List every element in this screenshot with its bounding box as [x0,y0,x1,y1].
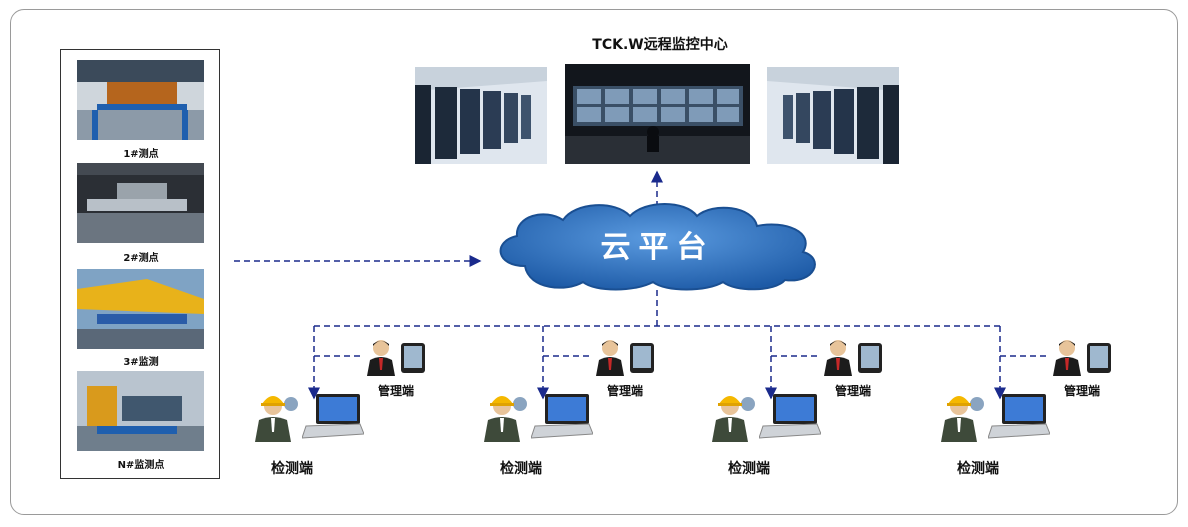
monitoring-point-label-1: 1#测点 [123,149,159,160]
laptop-icon [531,392,593,442]
laptop-icon [988,392,1050,442]
tablet-icon [857,342,883,374]
manager-label-2: 管理端 [607,384,644,398]
monitoring-points-panel: 1#测点 2#测点 3#监测 N#监测点 [60,49,220,479]
server-room-image-left [415,67,547,164]
detector-label-3: 检测端 [728,461,770,477]
monitoring-point-photo-4 [77,371,204,451]
manager-label-4: 管理端 [1064,384,1101,398]
engineer-helmet-icon [253,390,301,442]
monitoring-point-label-4: N#监测点 [117,460,165,471]
manager-person-icon [824,338,852,376]
cloud-label: 云平台 [600,230,715,265]
laptop-icon [759,392,821,442]
cloud-shape [499,203,816,291]
tablet-icon [629,342,655,374]
engineer-helmet-icon [939,390,987,442]
manager-label-1: 管理端 [378,384,415,398]
monitoring-point-photo-1 [77,60,204,140]
tablet-icon [1086,342,1112,374]
engineer-helmet-icon [482,390,530,442]
engineer-helmet-icon [710,390,758,442]
detector-label-2: 检测端 [500,461,542,477]
server-room-image-right [767,67,899,164]
monitoring-point-label-3: 3#监测 [123,357,159,368]
manager-person-icon [596,338,624,376]
detector-label-1: 检测端 [271,461,313,477]
tablet-icon [400,342,426,374]
monitoring-point-label-2: 2#测点 [123,253,159,264]
control-room-image [565,64,750,164]
manager-label-3: 管理端 [835,384,872,398]
center-title: TCK.W远程监控中心 [592,37,728,53]
monitoring-point-photo-2 [77,163,204,243]
detector-label-4: 检测端 [957,461,999,477]
manager-person-icon [367,338,395,376]
laptop-icon [302,392,364,442]
diagram-frame [10,9,1178,515]
monitoring-point-photo-3 [77,269,204,349]
manager-person-icon [1053,338,1081,376]
